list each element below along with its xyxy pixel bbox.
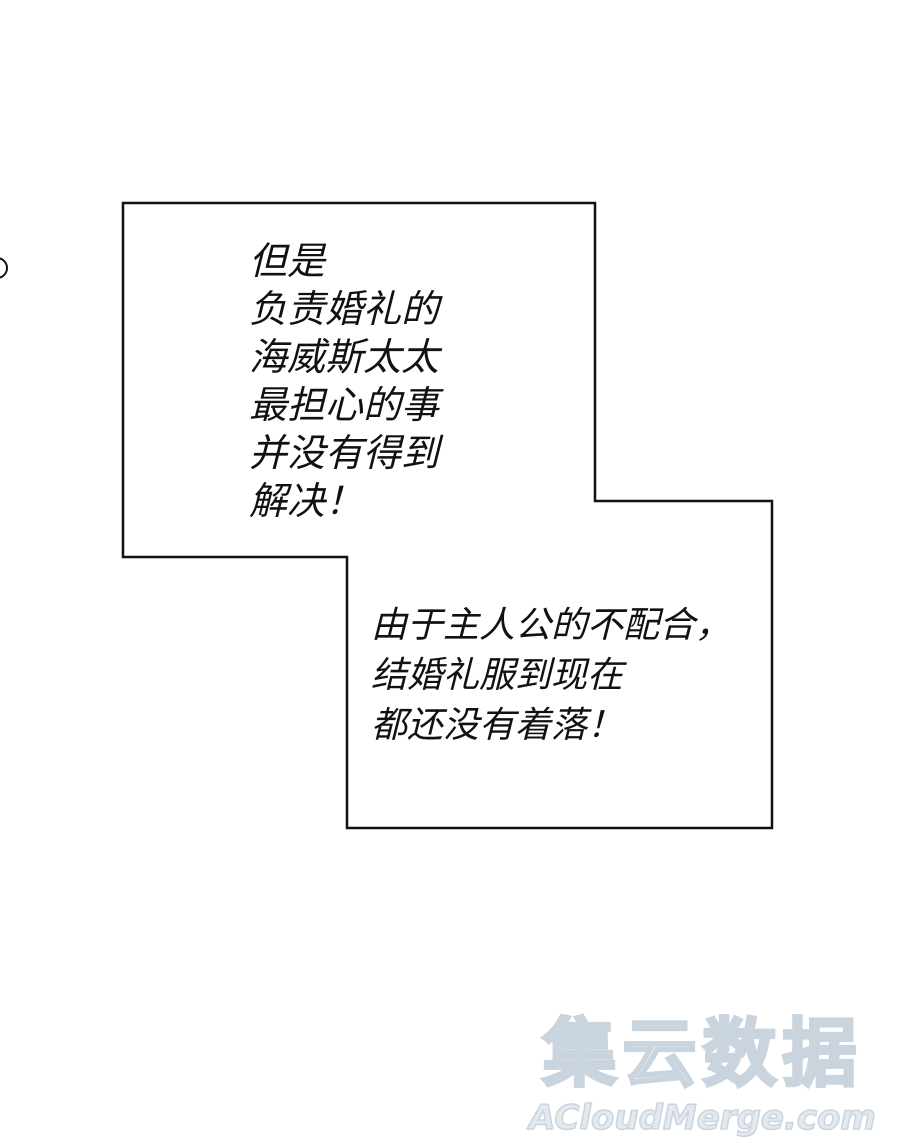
caption-line: 负责婚礼的 [249, 287, 440, 331]
caption-line: 海威斯太太 [249, 335, 440, 379]
caption-line: 解决！ [249, 479, 364, 523]
caption-line: 并没有得到 [249, 431, 440, 475]
caption-line: 都还没有着落！ [371, 705, 624, 746]
caption-line: 但是 [249, 239, 326, 283]
caption-line: 由于主人公的不配合， [371, 605, 732, 646]
narration-caption-bottom: 由于主人公的不配合， 结婚礼服到现在 都还没有着落！ [371, 601, 731, 751]
narration-caption-top: 但是 负责婚礼的 海威斯太太 最担心的事 并没有得到 解决！ [249, 237, 439, 525]
caption-line: 结婚礼服到现在 [371, 655, 624, 696]
caption-line: 最担心的事 [249, 383, 440, 427]
